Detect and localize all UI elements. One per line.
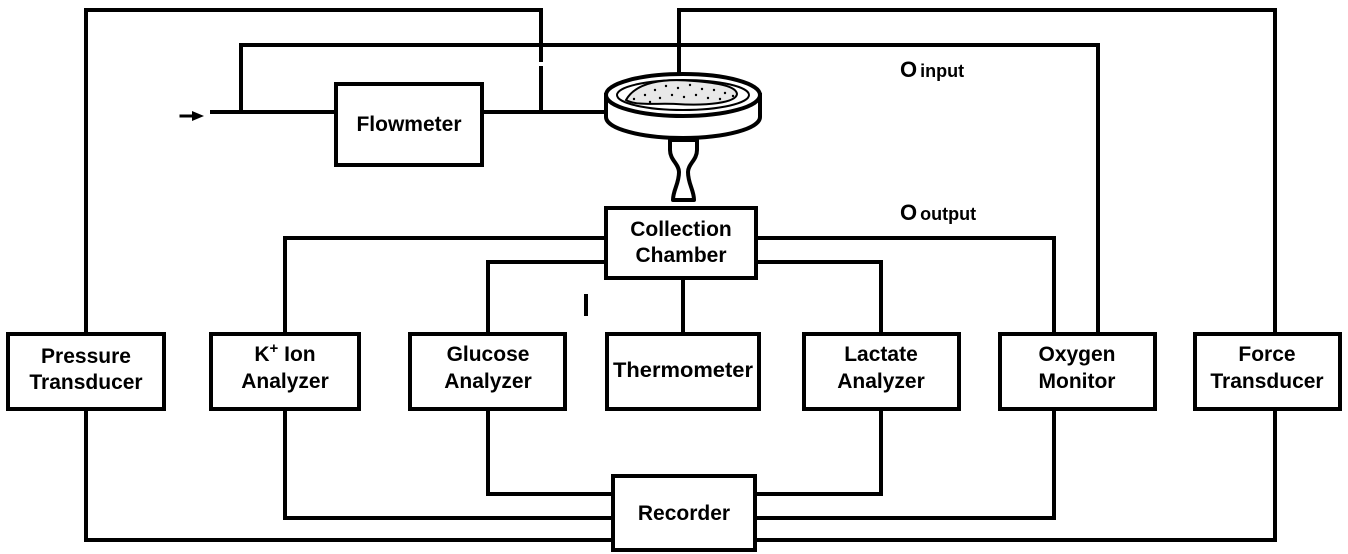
flowmeter-label: Flowmeter (356, 113, 461, 136)
connector-lines (84, 8, 1277, 542)
thermometer-label: Thermometer (613, 359, 753, 382)
k-ion-analyzer-box: K+ Ion Analyzer (209, 332, 361, 411)
line-lactate-to-recorder (753, 408, 883, 496)
lactate-analyzer-box: Lactate Analyzer (802, 332, 961, 411)
recorder-box: Recorder (611, 474, 757, 552)
pressure-transducer-label-line2: Transducer (29, 371, 142, 394)
lactate-analyzer-label-line1: Lactate (844, 343, 918, 366)
force-transducer-box: Force Transducer (1193, 332, 1342, 411)
line-force-to-recorder (753, 408, 1277, 542)
line-oxygen-input (239, 43, 1100, 334)
line-oxygen-to-recorder (753, 408, 1056, 520)
oxygen-monitor-box: Oxygen Monitor (998, 332, 1157, 411)
k-ion-analyzer-label-line2: Analyzer (241, 370, 329, 393)
line-pressure-to-recorder (84, 408, 615, 542)
recorder-label: Recorder (638, 502, 730, 525)
inflow-arrow-icon (179, 111, 204, 121)
thermometer-box: Thermometer (605, 332, 761, 411)
glucose-analyzer-box: Glucose Analyzer (408, 332, 567, 411)
line-force-to-bath (677, 8, 1277, 334)
line-chamber-to-lactate (754, 260, 883, 334)
line-k-ion-to-recorder (283, 408, 615, 520)
oxygen-monitor-label-line2: Monitor (1039, 370, 1116, 393)
line-glucose-to-recorder (486, 408, 615, 496)
line-chamber-to-k-ion (283, 236, 612, 334)
line-chamber-to-oxygen (754, 236, 1056, 334)
flowmeter-box: Flowmeter (334, 82, 484, 167)
collection-chamber-box: Collection Chamber (604, 206, 758, 280)
line-chamber-to-glucose (486, 260, 612, 334)
line-pressure-to-inflow (84, 8, 543, 334)
glucose-analyzer-label-line1: Glucose (447, 343, 530, 366)
collection-chamber-label-line2: Chamber (635, 244, 726, 267)
funnel-icon (668, 138, 699, 202)
k-ion-analyzer-label-line1: K+ Ion (254, 340, 315, 366)
lactate-analyzer-label-line2: Analyzer (837, 370, 925, 393)
tissue-bath-icon (604, 72, 762, 140)
force-transducer-label-line2: Transducer (1210, 370, 1323, 393)
pressure-transducer-box: Pressure Transducer (6, 332, 166, 411)
force-transducer-label-line1: Force (1238, 343, 1295, 366)
collection-chamber-label-line1: Collection (630, 218, 732, 241)
oxygen-monitor-label-line1: Oxygen (1038, 343, 1115, 366)
glucose-analyzer-label-line2: Analyzer (444, 370, 532, 393)
pressure-transducer-label-line1: Pressure (41, 345, 131, 368)
